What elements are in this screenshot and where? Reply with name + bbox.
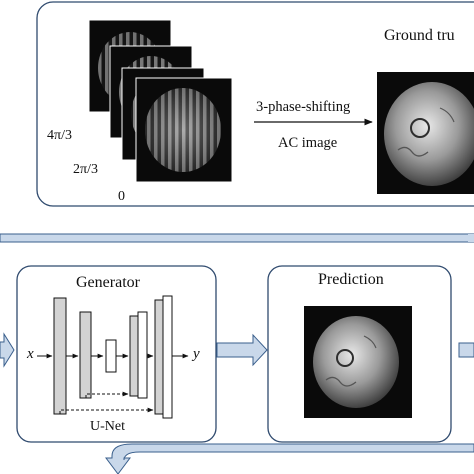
decoder-layer-2	[162, 295, 173, 419]
skip-connection-outer	[59, 407, 154, 414]
separator-band	[0, 233, 474, 243]
encoder-layer-2	[79, 311, 92, 399]
method-label: 3-phase-shifting	[256, 99, 351, 115]
prediction-title: Prediction	[318, 271, 384, 288]
generator-to-prediction-arrow	[216, 333, 268, 367]
ground-truth-label: Ground tru	[384, 27, 455, 44]
output-flow-arrow	[458, 342, 474, 358]
generator-title: Generator	[76, 274, 140, 291]
decoder-layer-1	[137, 311, 148, 399]
unet-label: U-Net	[90, 419, 125, 434]
unet-diagram	[37, 295, 189, 419]
input-flow-arrow	[0, 332, 15, 368]
output-label: AC image	[278, 135, 338, 151]
encoder-layer-1	[53, 297, 67, 415]
phase-label-2pi3: 2π/3	[73, 162, 98, 177]
fringe-image-stack	[88, 19, 233, 183]
skip-connection-inner	[85, 391, 129, 398]
feedback-arrow	[105, 443, 474, 474]
bottleneck-layer	[105, 339, 117, 373]
phase-label-4pi3: 4π/3	[47, 128, 72, 143]
fringe-image-3	[135, 77, 233, 183]
output-symbol: y	[193, 346, 200, 362]
ground-truth-image	[377, 72, 474, 194]
phase-label-0: 0	[118, 189, 125, 204]
prediction-image	[304, 306, 412, 418]
input-symbol: x	[27, 346, 34, 362]
